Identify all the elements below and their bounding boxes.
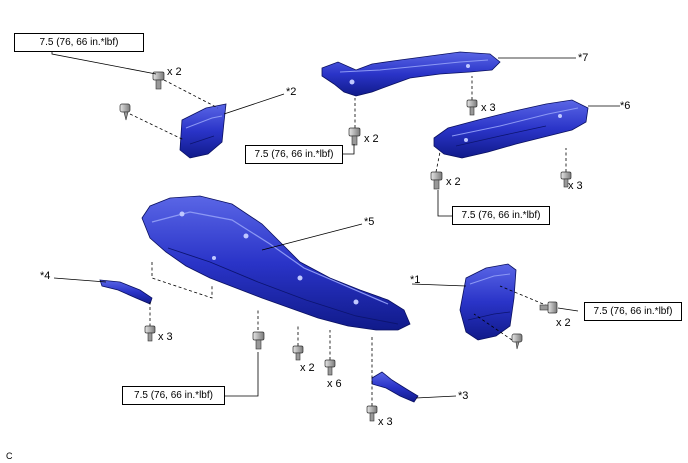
- torque-spec-part-1: 7.5 (76, 66 in.*lbf): [584, 302, 682, 321]
- callout-2: *2: [286, 86, 297, 98]
- part-2-bracket: [179, 103, 227, 159]
- callout-4: *4: [40, 270, 51, 282]
- bolt-icon-part-6-right: [560, 171, 572, 188]
- bolt-icon-part-7-left: [348, 127, 361, 146]
- quantity-part-5-a: x 2: [300, 362, 315, 374]
- bolt-icon-part-5-b: [324, 359, 336, 376]
- quantity-part-3: x 3: [378, 416, 393, 428]
- bolt-icon-part-7: [466, 99, 478, 116]
- clip-icon-part-2: [119, 103, 131, 121]
- clip-icon-part-1: [511, 333, 523, 350]
- torque-spec-top-left: 7.5 (76, 66 in.*lbf): [14, 33, 144, 52]
- part-7-cover: [321, 51, 501, 97]
- torque-spec-part-5: 7.5 (76, 66 in.*lbf): [122, 386, 225, 405]
- quantity-part-5-b: x 6: [327, 378, 342, 390]
- alignment-lines: [129, 76, 567, 406]
- bolt-icon-top-left: [152, 71, 165, 90]
- callout-3: *3: [458, 390, 469, 402]
- quantity-part-6-left: x 2: [446, 176, 461, 188]
- footer-code: C: [6, 451, 13, 461]
- part-5-main-cover: [141, 195, 411, 331]
- quantity-part-1: x 2: [556, 317, 571, 329]
- quantity-part-4: x 3: [158, 331, 173, 343]
- callout-1: *1: [410, 274, 421, 286]
- part-3-bracket: [371, 371, 419, 403]
- callout-7: *7: [578, 52, 589, 64]
- leader-lines: [51, 44, 620, 399]
- quantity-part-7-left: x 2: [364, 133, 379, 145]
- bolt-icon-part-6-left: [430, 171, 443, 190]
- part-6-cover: [433, 99, 589, 159]
- bolt-icon-part-4: [144, 325, 156, 342]
- bolt-icon-part-3: [366, 405, 378, 422]
- quantity-top-left: x 2: [167, 66, 182, 78]
- torque-spec-part-6: 7.5 (76, 66 in.*lbf): [452, 206, 550, 225]
- quantity-part-7: x 3: [481, 102, 496, 114]
- bolt-icon-part-5-torque: [252, 331, 265, 350]
- torque-spec-part-7: 7.5 (76, 66 in.*lbf): [245, 145, 343, 164]
- bolt-icon-part-1: [539, 301, 558, 314]
- bolt-icon-part-5-a: [292, 345, 304, 361]
- part-4-bracket: [99, 279, 153, 305]
- part-1-bracket: [459, 263, 517, 341]
- quantity-part-6-right: x 3: [568, 180, 583, 192]
- callout-5: *5: [364, 216, 375, 228]
- callout-6: *6: [620, 100, 631, 112]
